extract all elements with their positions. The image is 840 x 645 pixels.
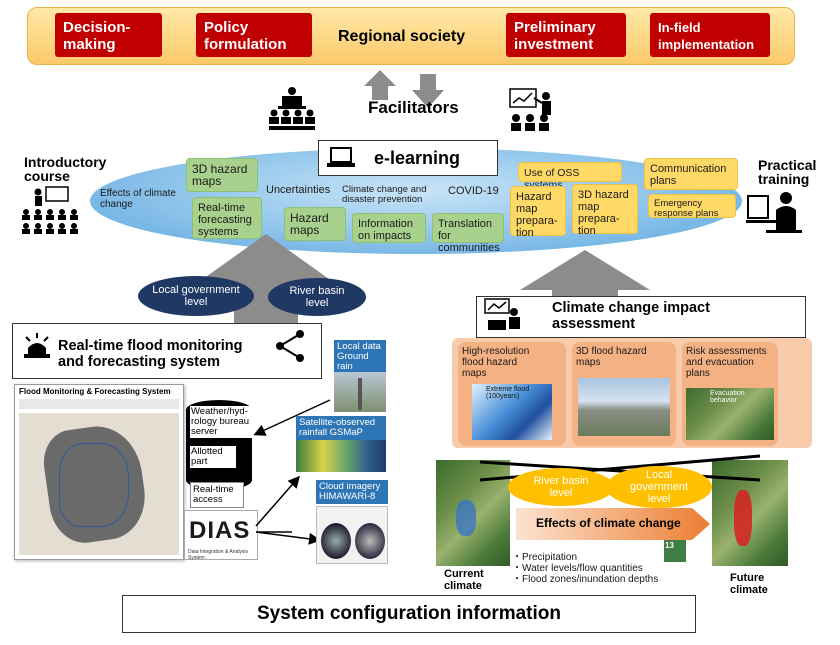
translation-communities-item: Translation for communities bbox=[432, 213, 504, 254]
3d-hazard-maps-item: 3D hazard maps bbox=[186, 158, 258, 192]
current-climate-label: Current climate bbox=[444, 568, 484, 592]
facilitators-label: Facilitators bbox=[368, 98, 459, 117]
rain-gauge-photo bbox=[334, 372, 386, 412]
communication-plans-item: Communication plans bbox=[644, 158, 738, 190]
3d-flood-hazard-label: 3D flood hazard maps bbox=[576, 346, 647, 368]
effects-of-climate-change-label: Effects of climate change bbox=[536, 516, 681, 530]
3d-hazard-map-prep-item: 3D hazard map prepara- tion bbox=[572, 184, 638, 237]
network-icon bbox=[276, 330, 304, 362]
effects-bullet-list: ・Precipitation ・Water levels/flow quanti… bbox=[512, 552, 658, 585]
hazard-maps-item: Hazard maps bbox=[284, 207, 346, 241]
oss-systems-item: Use of OSS systems bbox=[518, 162, 622, 191]
extreme-flood-map: Extreme flood (100years) bbox=[472, 384, 552, 440]
earth-disk-1 bbox=[321, 523, 351, 559]
facilitator-arrows bbox=[364, 70, 444, 108]
system-configuration-box bbox=[122, 595, 696, 633]
realtime-access-label: Real-time access bbox=[190, 482, 244, 508]
screenshot-map bbox=[19, 413, 179, 555]
satellite-rainfall-image bbox=[296, 440, 386, 472]
earth-disk-2 bbox=[355, 523, 385, 559]
evacuation-map: Evacuation behavior bbox=[686, 388, 774, 440]
covid-19-item: COVID-19 bbox=[448, 185, 499, 197]
high-res-hazard-card: High-resolution flood hazard maps Extrem… bbox=[458, 342, 566, 446]
evacuation-behavior-label: Evacuation behavior bbox=[710, 390, 745, 404]
risk-assessment-card: Risk assessments and evacuation plans Ev… bbox=[682, 342, 778, 446]
bullet-water-levels: ・Water levels/flow quantities bbox=[512, 563, 643, 574]
regional-society-label: Regional society bbox=[338, 28, 466, 45]
elearning-box bbox=[318, 140, 498, 176]
satellite-gsmap-tag: Satellite-observed rainfall GSMaP bbox=[296, 416, 386, 440]
dias-logo: DIAS Data Integration & Analysis System bbox=[184, 510, 258, 561]
weather-server-label: Weather/hyd- rology bureau server bbox=[190, 406, 252, 438]
hazard-map-prep-item: Hazard map prepara- tion bbox=[510, 186, 566, 239]
analysis-icon bbox=[484, 298, 520, 330]
preliminary-investment-box: Preliminary investment bbox=[506, 13, 626, 57]
high-res-hazard-label: High-resolution flood hazard maps bbox=[462, 346, 530, 379]
information-on-impacts-item: Information on impacts bbox=[352, 213, 426, 243]
himawari-image bbox=[316, 506, 388, 564]
local-government-level-gold-oval: Local government level bbox=[606, 466, 712, 508]
allotted-part-label: Allotted part bbox=[190, 446, 236, 468]
decision-making-box: Decision- making bbox=[55, 13, 162, 57]
presentation-icon bbox=[509, 88, 551, 131]
right-upward-arrow bbox=[520, 250, 650, 300]
3d-flood-photo bbox=[578, 378, 670, 436]
dias-logo-subtitle: Data Integration & Analysis System bbox=[188, 549, 249, 561]
river-basin-level-oval: River basin level bbox=[268, 278, 366, 316]
basin-outline bbox=[59, 443, 129, 527]
practice-workstation-icon bbox=[746, 192, 802, 233]
evacuation-map-fill bbox=[686, 388, 774, 440]
siren-icon bbox=[24, 333, 50, 358]
realtime-forecasting-item: Real-time forecasting systems bbox=[192, 197, 262, 239]
elearning-label: e-learning bbox=[374, 148, 461, 168]
himawari-tag: Cloud imagery HIMAWARI-8 bbox=[316, 480, 388, 504]
left-upward-arrow bbox=[196, 234, 336, 324]
sdg-13-icon: 13 bbox=[664, 540, 686, 562]
extreme-flood-label: Extreme flood (100years) bbox=[486, 386, 530, 400]
screenshot-title: Flood Monitoring & Forecasting System bbox=[19, 387, 171, 396]
dias-logo-text: DIAS bbox=[189, 517, 251, 544]
risk-assessment-label: Risk assessments and evacuation plans bbox=[686, 346, 767, 379]
data-flow-arrows bbox=[253, 399, 331, 545]
current-flood-dots bbox=[456, 500, 476, 536]
bullet-precipitation: ・Precipitation bbox=[512, 552, 578, 563]
system-configuration-label: System configuration information bbox=[256, 603, 562, 624]
impact-assessment-box bbox=[476, 296, 806, 338]
local-government-level-oval: Local government level bbox=[138, 276, 254, 316]
laptop-icon bbox=[327, 147, 355, 167]
screenshot-toolbar bbox=[19, 399, 179, 409]
sdg-number: 13 bbox=[665, 541, 674, 550]
effects-arrow bbox=[516, 508, 710, 540]
effects-of-climate-change-item: Effects of climate change bbox=[100, 188, 176, 210]
in-field-implementation-box: In-field implementation bbox=[650, 13, 770, 57]
practical-training-label: Practical training bbox=[758, 157, 817, 187]
climate-change-disaster-item: Climate change and disaster prevention bbox=[342, 184, 427, 205]
emergency-response-item: Emergency response plans bbox=[648, 194, 736, 219]
river-basin-level-gold-oval: River basin level bbox=[508, 468, 614, 506]
impact-assessment-title: Climate change impact assessment bbox=[552, 300, 710, 332]
bullet-flood-zones: ・Flood zones/inundation depths bbox=[512, 574, 659, 585]
future-climate-label: Future climate bbox=[730, 572, 768, 596]
policy-formulation-box: Policy formulation bbox=[196, 13, 312, 57]
flood-system-screenshot: Flood Monitoring & Forecasting System bbox=[14, 384, 184, 560]
classroom-icon bbox=[22, 186, 78, 234]
3d-flood-hazard-card: 3D flood hazard maps bbox=[572, 342, 676, 446]
uncertainties-item: Uncertainties bbox=[266, 184, 331, 196]
lecture-audience-icon bbox=[269, 87, 315, 130]
monitoring-system-box bbox=[12, 323, 322, 379]
future-flood-area bbox=[734, 490, 752, 546]
monitoring-system-title: Real-time flood monitoring and forecasti… bbox=[58, 338, 243, 370]
rain-gauge-pole bbox=[358, 378, 362, 410]
introductory-course-label: Introductory course bbox=[24, 154, 107, 184]
